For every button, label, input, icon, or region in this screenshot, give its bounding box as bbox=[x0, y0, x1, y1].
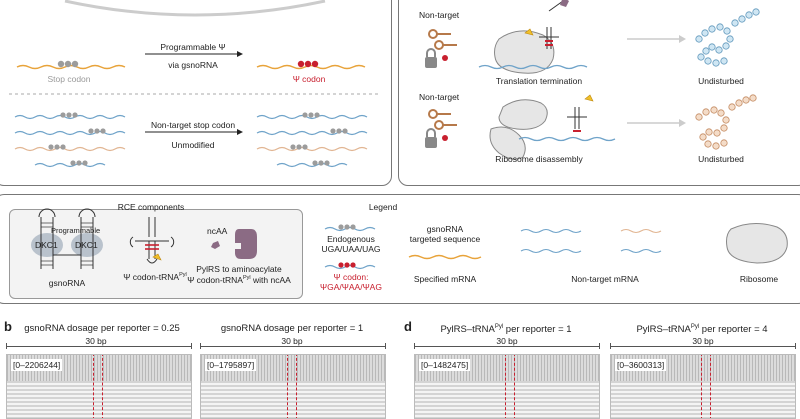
psi-trna-graphic bbox=[129, 217, 175, 264]
psi-codon-mrna bbox=[256, 64, 366, 70]
programmable-small-label: Programmable bbox=[51, 226, 101, 235]
panel-b-right-range: [0–1795897] bbox=[205, 359, 257, 371]
stop-codon-mrna bbox=[16, 64, 126, 70]
nontarget-stop-codon-label: Non-target stop codon bbox=[150, 120, 236, 130]
ncaa-label: ncAA bbox=[207, 226, 228, 236]
panel-b-right-scale-label: 30 bp bbox=[278, 337, 306, 346]
psi-codon-line-2: ΨGA/ΨAA/ΨAG bbox=[320, 282, 382, 292]
targeted-line-2: targeted sequence bbox=[409, 234, 481, 244]
panel-d-right-title: PylRS–tRNAPyl per reporter = 4 bbox=[636, 324, 768, 336]
ribosome-disassembly-label: Ribosome disassembly bbox=[495, 154, 583, 164]
panel-b-letter: b bbox=[4, 319, 12, 334]
panel-b-right-scale bbox=[200, 343, 386, 349]
nontarget-mrna-label: Non-target mRNA bbox=[571, 274, 639, 284]
stop-codon-label: Stop codon bbox=[47, 74, 91, 84]
undisturbed-bottom-label: Undisturbed bbox=[698, 154, 744, 164]
panel-b-right-track: [0–1795897] bbox=[200, 354, 386, 419]
panel-b-right-title: gsnoRNA dosage per reporter = 1 bbox=[220, 323, 364, 334]
legend-panel: RCE components Legend Programmable DKC1 … bbox=[0, 194, 800, 304]
panel-b-left-title: gsnoRNA dosage per reporter = 0.25 bbox=[24, 323, 180, 334]
panel-d-right-track: [0–3600313] bbox=[610, 354, 796, 419]
pylrs-line-1: PylRS to aminoacylate bbox=[196, 264, 282, 274]
undisturbed-top-label: Undisturbed bbox=[698, 76, 744, 86]
legend-graphics bbox=[31, 208, 788, 270]
psi-codon-label: Ψ codon bbox=[292, 74, 326, 84]
panel-a-graphics bbox=[9, 0, 381, 168]
ribosome-label: Ribosome bbox=[739, 274, 779, 284]
pylrs-line-2: Ψ codon-tRNAPyl with ncAA bbox=[187, 275, 291, 285]
ncaa-icon bbox=[211, 241, 220, 249]
endogenous-line-1: Endogenous bbox=[327, 234, 375, 244]
rce-components-title: RCE components bbox=[117, 202, 185, 212]
panel-b-left-scale-label: 30 bp bbox=[82, 337, 110, 346]
dkc1-label-a: DKC1 bbox=[35, 240, 58, 250]
specified-mrna-label: Specified mRNA bbox=[413, 274, 477, 284]
nontarget-bottom-label: Non-target bbox=[419, 92, 460, 102]
panel-d-letter: d bbox=[404, 319, 412, 334]
panel-d-left-title: PylRS–tRNAPyl per reporter = 1 bbox=[440, 324, 572, 336]
panel-d-right-scale bbox=[610, 343, 796, 349]
panel-b-left-range: [0–2206244] bbox=[11, 359, 63, 371]
legend-title: Legend bbox=[368, 202, 398, 212]
unmodified-label: Unmodified bbox=[171, 140, 215, 150]
targeted-line-1: gsnoRNA bbox=[426, 224, 464, 234]
psi-trna-label: Ψ codon-tRNAPyl bbox=[123, 272, 187, 282]
nontarget-top-label: Non-target bbox=[419, 10, 460, 20]
via-gsnorna-label: via gsnoRNA bbox=[168, 60, 218, 70]
dkc1-label-b: DKC1 bbox=[75, 240, 98, 250]
programmable-psi-label: Programmable Ψ bbox=[160, 42, 226, 52]
key-lock-icon-top bbox=[425, 29, 457, 68]
panel-d-left-scale-label: 30 bp bbox=[493, 337, 521, 346]
panel-a: Programmable Ψ via gsnoRNA Stop codon Ψ … bbox=[0, 0, 392, 186]
panel-d-right-range: [0–3600313] bbox=[615, 359, 667, 371]
panel-d-left-range: [0–1482475] bbox=[419, 359, 471, 371]
key-lock-icon-bottom bbox=[425, 109, 457, 148]
panel-d-left-track: [0–1482475] bbox=[414, 354, 600, 419]
translation-termination-label: Translation termination bbox=[495, 76, 583, 86]
panel-right-graphics bbox=[425, 0, 760, 160]
ribosome-icon bbox=[726, 223, 788, 264]
panel-right: Non-target Translation termination Undis… bbox=[398, 0, 800, 186]
panel-d-right-scale-label: 30 bp bbox=[689, 337, 717, 346]
panel-b-left-scale bbox=[6, 343, 192, 349]
pylrs-icon bbox=[235, 229, 257, 259]
endogenous-line-2: UGA/UAA/UAG bbox=[321, 244, 381, 254]
panel-d-left-scale bbox=[414, 343, 600, 349]
gsnorna-label: gsnoRNA bbox=[48, 278, 86, 288]
gsnorna-graphic bbox=[31, 208, 103, 269]
psi-codon-line-1: Ψ codon: bbox=[333, 272, 369, 282]
panel-b-left-track: [0–2206244] bbox=[6, 354, 192, 419]
